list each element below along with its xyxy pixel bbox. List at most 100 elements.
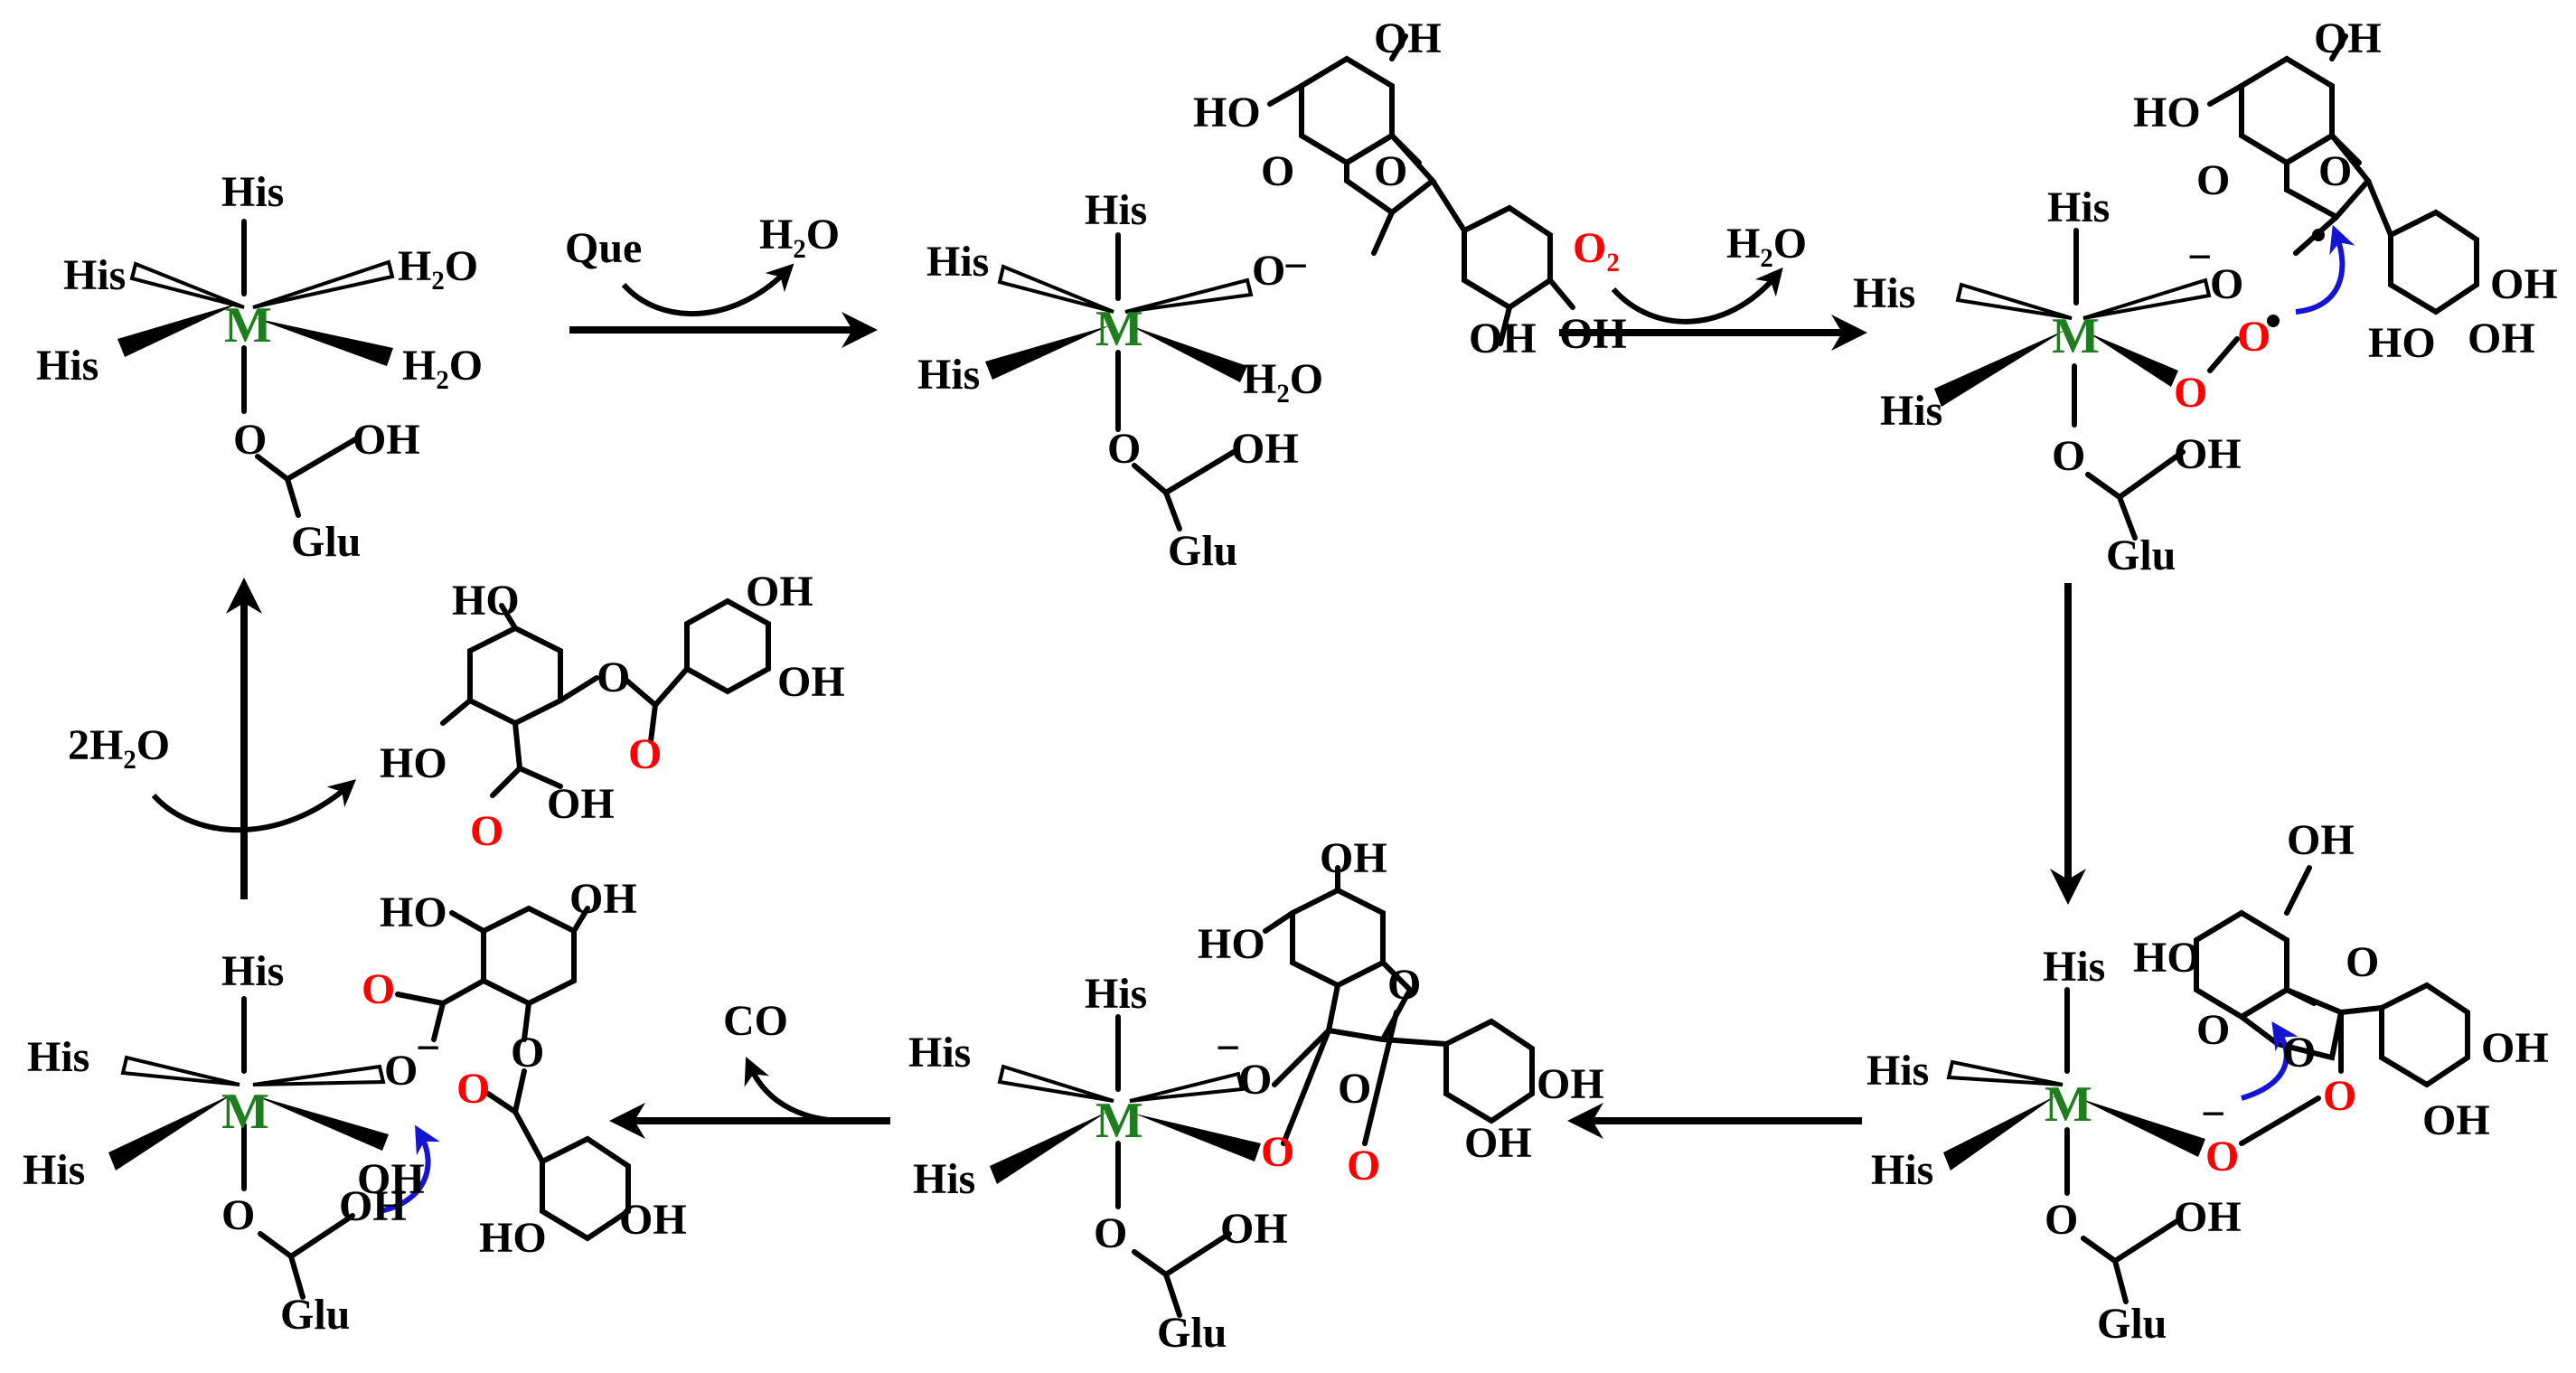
hydroxyl-group: OH bbox=[353, 416, 420, 464]
negative-charge: − bbox=[2201, 1090, 2225, 1138]
hydroxyl-group: HO bbox=[2133, 89, 2201, 136]
his-ligand: His bbox=[917, 351, 980, 399]
hydroxyl-group: OH bbox=[569, 875, 637, 923]
hydroxyl-group: OH bbox=[2481, 1024, 2549, 1072]
oxygen-atom: O bbox=[2045, 1196, 2078, 1244]
superoxo-oxygen: O bbox=[2237, 313, 2270, 361]
hydroxyl-group: HO bbox=[1198, 920, 1265, 968]
metal-center: M bbox=[2052, 308, 2100, 364]
hydroxyl-group: HO bbox=[380, 889, 447, 936]
negative-charge: − bbox=[416, 1024, 440, 1072]
step1-arrow: Que H₂O bbox=[565, 211, 878, 348]
step1-byproduct: H₂O bbox=[759, 211, 840, 259]
metal-center: M bbox=[1095, 1093, 1143, 1149]
ester-carbonyl-oxygen: O bbox=[628, 730, 662, 778]
water-ligand: H₂O bbox=[1243, 355, 1323, 403]
carbonyl-oxygen: O bbox=[2196, 156, 2230, 204]
hydroxyl-group: OH bbox=[2422, 1096, 2490, 1144]
his-ligand: His bbox=[36, 342, 99, 390]
ring-oxygen: O bbox=[2346, 938, 2379, 986]
water-ligand: H₂O bbox=[398, 242, 478, 290]
negative-charge: − bbox=[1283, 242, 1308, 290]
his-ligand: His bbox=[2047, 183, 2110, 231]
hydroxyl-group: OH bbox=[1231, 425, 1299, 473]
hydroxyl-group: OH bbox=[1220, 1205, 1288, 1253]
hydroxyl-group: OH bbox=[1320, 834, 1387, 882]
glu-ligand: Glu bbox=[280, 1291, 350, 1339]
hydroxyl-group: OH bbox=[746, 568, 813, 616]
carboxyl-oxygen: O bbox=[470, 807, 503, 855]
metal-center: M bbox=[2045, 1077, 2092, 1133]
hydroxyl-group: OH bbox=[1374, 14, 1442, 62]
step5-arrow: CO bbox=[609, 997, 890, 1139]
oxygen-atom: O bbox=[1107, 425, 1141, 473]
hydroxyl-group: OH bbox=[777, 658, 845, 706]
glu-ligand: Glu bbox=[1168, 527, 1237, 575]
oxygen-atom: O bbox=[2052, 432, 2085, 480]
hydroxyl-group: HO bbox=[2368, 319, 2436, 367]
hydroxyl-group: OH bbox=[357, 1155, 425, 1203]
carbonyl-oxygen: O bbox=[2196, 1006, 2230, 1054]
peroxide-oxygen: O bbox=[2323, 1072, 2356, 1120]
radical-superoxo-complex: His His His M O − O O O OH Glu OH HO O O… bbox=[1853, 14, 2558, 579]
hydroxyl-group: OH bbox=[1469, 315, 1537, 362]
step1-reagent: Que bbox=[565, 224, 642, 272]
oxygen-atom: O bbox=[233, 416, 267, 464]
carboxyl-hydroxyl: OH bbox=[547, 780, 615, 828]
hydroxyl-group: HO bbox=[2133, 934, 2201, 982]
metal-center: M bbox=[1095, 301, 1143, 357]
step2-byproduct: H₂O bbox=[1726, 220, 1807, 268]
depside-complex: His His His M O − O O O OH O OH Glu HO O… bbox=[23, 875, 687, 1339]
metal-center: M bbox=[221, 1084, 269, 1140]
enzyme-substrate-complex: His His His M O − H₂O O OH Glu OH HO O O… bbox=[917, 14, 1627, 575]
his-ligand: His bbox=[1085, 186, 1147, 234]
ring-oxygen: O bbox=[2318, 147, 2352, 195]
his-ligand: His bbox=[1866, 1047, 1929, 1095]
hydroxyl-group: OH bbox=[2174, 1193, 2242, 1241]
ester-oxygen: O bbox=[597, 654, 630, 701]
water-ligand: H₂O bbox=[402, 342, 483, 390]
glu-ligand: Glu bbox=[2106, 531, 2176, 579]
his-ligand: His bbox=[1880, 387, 1942, 435]
resting-metal-complex: His His His H₂O H₂O M O OH Glu bbox=[36, 168, 483, 566]
peroxide-bridged-complex: His His His M O − O O OH Glu OH HO O O O… bbox=[1866, 816, 2549, 1348]
hydroxyl-group: OH bbox=[1537, 1060, 1604, 1108]
hydroxyl-group: OH bbox=[2287, 816, 2355, 864]
carboxylate-oxygen: O bbox=[384, 1047, 418, 1095]
his-ligand: His bbox=[221, 947, 284, 995]
hydroxyl-group: OH bbox=[2314, 14, 2382, 62]
hydroxyl-group: OH bbox=[619, 1196, 687, 1244]
oxygen-atom: O bbox=[221, 1191, 255, 1239]
his-ligand: His bbox=[1085, 970, 1147, 1018]
phenolate-oxygen: O bbox=[1252, 247, 1285, 295]
hydroxyl-group: HO bbox=[479, 1214, 547, 1262]
phenolate-oxygen: O bbox=[1238, 1056, 1272, 1104]
his-ligand: His bbox=[1871, 1146, 1933, 1194]
glu-ligand: Glu bbox=[1157, 1309, 1227, 1357]
his-ligand: His bbox=[908, 1029, 971, 1077]
his-ligand: His bbox=[23, 1146, 85, 1194]
carbonyl-oxygen: O bbox=[2282, 1029, 2316, 1077]
peroxide-oxygen: O bbox=[2205, 1133, 2239, 1180]
his-ligand: His bbox=[63, 251, 126, 299]
hydroxyl-group: HO bbox=[452, 577, 520, 625]
his-ligand: His bbox=[926, 238, 989, 286]
superoxo-oxygen: O bbox=[2174, 369, 2207, 417]
hydroxyl-group: HO bbox=[1193, 89, 1261, 136]
step6-arrow: 2H₂O bbox=[68, 578, 357, 899]
his-ligand: His bbox=[1853, 269, 1915, 317]
hydroxyl-group: OH bbox=[2468, 315, 2535, 362]
negative-charge: − bbox=[1216, 1024, 1240, 1072]
his-ligand: His bbox=[221, 168, 284, 216]
his-ligand: His bbox=[27, 1033, 89, 1081]
step2-arrow: O₂ H₂O bbox=[1559, 220, 1867, 351]
hydroxyl-group: OH bbox=[2490, 260, 2558, 308]
his-ligand: His bbox=[2043, 943, 2105, 991]
ester-carbonyl-oxygen: O bbox=[456, 1065, 490, 1113]
free-depside-product: HO HO O OH O O OH OH bbox=[380, 568, 845, 855]
endoperoxide-oxygen: O bbox=[1347, 1142, 1380, 1190]
step2-reagent: O₂ bbox=[1573, 224, 1620, 272]
phenolate-oxygen: O bbox=[2210, 260, 2243, 308]
metal-center: M bbox=[224, 297, 272, 353]
